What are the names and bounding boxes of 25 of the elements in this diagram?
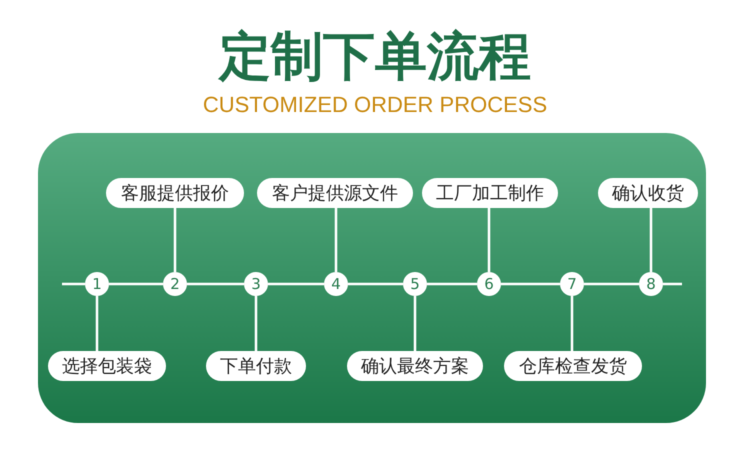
- timeline-line: [109, 282, 163, 286]
- step-label: 确认收货: [598, 178, 698, 208]
- timeline-line: [584, 282, 639, 286]
- step-label: 客户提供源文件: [257, 178, 413, 208]
- leader-line: [334, 208, 338, 272]
- leader-line: [570, 296, 574, 351]
- step-label: 工厂加工制作: [422, 178, 558, 208]
- title: 定制下单流程: [217, 26, 532, 89]
- step-label: 确认最终方案: [347, 351, 483, 381]
- leader-line: [414, 296, 416, 351]
- leader-line: [174, 208, 176, 272]
- step-label: 选择包装袋: [48, 351, 166, 381]
- step-label: 下单付款: [206, 351, 306, 381]
- leader-line: [488, 208, 490, 272]
- leader-line: [650, 208, 652, 272]
- leader-line: [254, 296, 258, 351]
- timeline-line: [501, 282, 560, 286]
- step-label: 仓库检查发货: [504, 351, 642, 381]
- step-label: 客服提供报价: [106, 178, 244, 208]
- timeline-line: [427, 282, 477, 286]
- timeline-line: [187, 282, 244, 286]
- subtitle: CUSTOMIZED ORDER PROCESS: [202, 92, 548, 118]
- timeline-line: [348, 282, 403, 286]
- leader-line: [96, 296, 98, 351]
- timeline-line: [268, 282, 324, 286]
